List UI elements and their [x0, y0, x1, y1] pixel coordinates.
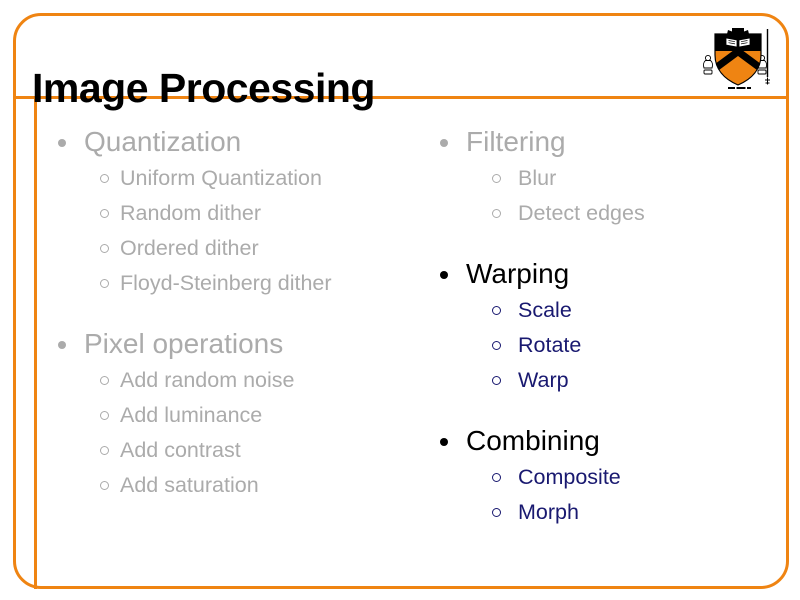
- outline-item: Ordered dither: [48, 231, 420, 266]
- bullet-circle-icon: [100, 244, 109, 253]
- left-rail-line: [34, 98, 37, 589]
- page-title: Image Processing: [32, 65, 375, 112]
- outline-item-label: Random dither: [120, 201, 262, 225]
- bullet-circle-icon: [492, 209, 501, 218]
- outline-item: Add luminance: [48, 398, 420, 433]
- outline-item: Add saturation: [48, 468, 420, 503]
- outline-item-label: Add random noise: [120, 368, 295, 392]
- section-quantization: Quantization Uniform Quantization Random…: [48, 123, 420, 301]
- outline-item: Blur: [430, 161, 786, 196]
- outline-item-label: Add luminance: [120, 403, 263, 427]
- bullet-circle-icon: [492, 473, 501, 482]
- outline-item-label[interactable]: Morph: [518, 500, 579, 524]
- outline-item: Add random noise: [48, 363, 420, 398]
- bullet-dot-icon: [440, 271, 448, 279]
- slide-border-frame: [13, 13, 789, 589]
- outline-column-left: Quantization Uniform Quantization Random…: [48, 99, 420, 503]
- outline-item-label: Blur: [518, 166, 557, 190]
- outline-item: Floyd-Steinberg dither: [48, 266, 420, 301]
- outline-item: Random dither: [48, 196, 420, 231]
- section-combining: Combining Composite Morph: [430, 422, 786, 530]
- outline-item-label[interactable]: Scale: [518, 298, 572, 322]
- outline-item: Detect edges: [430, 196, 786, 231]
- outline-item-label: Floyd-Steinberg dither: [120, 271, 332, 295]
- princeton-shield-logo: [703, 28, 770, 89]
- outline-item-label: Detect edges: [518, 201, 645, 225]
- bullet-circle-icon: [100, 376, 109, 385]
- section-heading-label: Combining: [466, 425, 600, 456]
- section-heading: Combining: [430, 422, 786, 460]
- outline-item: Add contrast: [48, 433, 420, 468]
- bullet-dot-icon: [440, 139, 448, 147]
- bullet-circle-icon: [100, 209, 109, 218]
- outline-item[interactable]: Composite: [430, 460, 786, 495]
- outline-item[interactable]: Warp: [430, 363, 786, 398]
- section-heading: Filtering: [430, 123, 786, 161]
- bullet-circle-icon: [492, 376, 501, 385]
- bullet-circle-icon: [100, 174, 109, 183]
- section-heading-label: Filtering: [466, 126, 566, 157]
- section-warping: Warping Scale Rotate Warp: [430, 255, 786, 398]
- bullet-dot-icon: [58, 139, 66, 147]
- section-heading-label: Pixel operations: [84, 328, 284, 359]
- crest-left-supporter-icon: [703, 54, 713, 75]
- section-heading-label: Quantization: [84, 126, 242, 157]
- outline-item-label[interactable]: Rotate: [518, 333, 582, 357]
- bullet-circle-icon: [492, 306, 501, 315]
- bullet-dot-icon: [440, 438, 448, 446]
- section-pixel-operations: Pixel operations Add random noise Add lu…: [48, 325, 420, 503]
- section-filtering: Filtering Blur Detect edges: [430, 123, 786, 231]
- section-heading: Warping: [430, 255, 786, 293]
- bullet-circle-icon: [100, 481, 109, 490]
- section-heading: Quantization: [48, 123, 420, 161]
- outline-column-right: Filtering Blur Detect edges Warping Scal…: [430, 99, 786, 530]
- outline-item-label: Add saturation: [120, 473, 259, 497]
- bullet-circle-icon: [100, 411, 109, 420]
- bullet-circle-icon: [492, 174, 501, 183]
- bullet-circle-icon: [100, 279, 109, 288]
- section-heading-label: Warping: [466, 258, 570, 289]
- outline-item-label[interactable]: Warp: [518, 368, 569, 392]
- outline-item-label: Add contrast: [120, 438, 241, 462]
- outline-item[interactable]: Morph: [430, 495, 786, 530]
- section-heading: Pixel operations: [48, 325, 420, 363]
- bullet-circle-icon: [492, 508, 501, 517]
- outline-item[interactable]: Scale: [430, 293, 786, 328]
- outline-item[interactable]: Rotate: [430, 328, 786, 363]
- outline-item-label: Ordered dither: [120, 236, 259, 260]
- bullet-circle-icon: [100, 446, 109, 455]
- title-divider-line: [13, 96, 789, 99]
- outline-item-label: Uniform Quantization: [120, 166, 322, 190]
- outline-item-label[interactable]: Composite: [518, 465, 621, 489]
- outline-item: Uniform Quantization: [48, 161, 420, 196]
- bullet-dot-icon: [58, 341, 66, 349]
- bullet-circle-icon: [492, 341, 501, 350]
